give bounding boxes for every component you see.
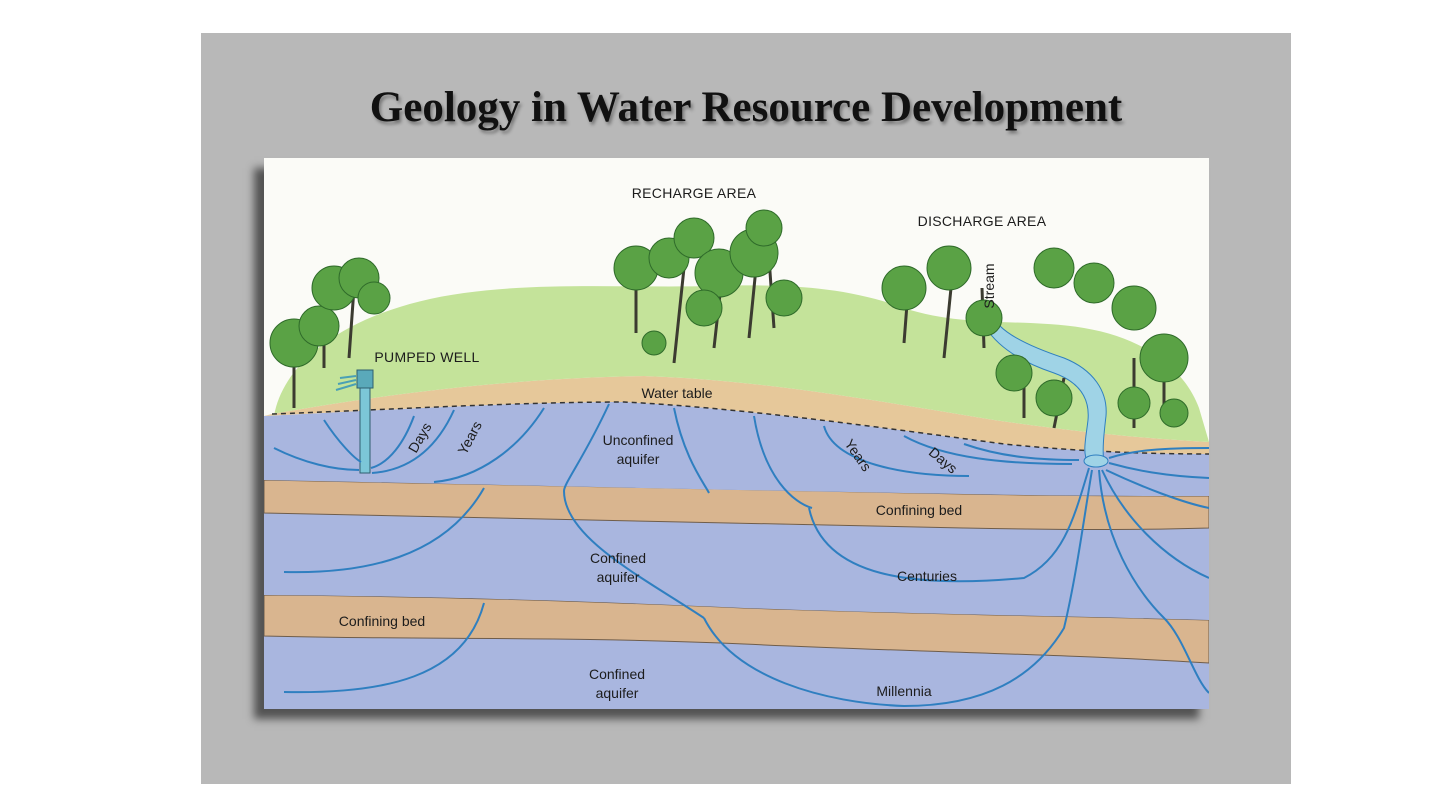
unconfined-aquifer <box>264 402 1209 496</box>
centuries-label: Centuries <box>897 568 957 584</box>
lower-confining-bed <box>264 594 1209 664</box>
water-table-zone <box>264 376 1209 454</box>
confined-aquifer-upper-label-1: Confined <box>590 550 646 566</box>
stream-label: Stream <box>981 263 997 308</box>
unconfined-aquifer-label-2: aquifer <box>617 451 660 467</box>
lower-confined-aquifer <box>264 636 1209 709</box>
pumped-well <box>335 369 374 474</box>
groundwater-diagram: RECHARGE AREA DISCHARGE AREA PUMPED WELL… <box>264 158 1209 709</box>
slide-title: Geology in Water Resource Development <box>369 84 1123 131</box>
trees-left <box>269 257 391 408</box>
confining-bed-upper-label: Confining bed <box>876 502 962 518</box>
discharge-area-label: DISCHARGE AREA <box>918 213 1047 229</box>
water-table-label: Water table <box>641 385 712 401</box>
confined-aquifer-lower-label-1: Confined <box>589 666 645 682</box>
flow-lines <box>273 403 1209 708</box>
millennia-label: Millennia <box>876 683 931 699</box>
confined-aquifer-upper-label-2: aquifer <box>597 569 640 585</box>
pumped-well-label: PUMPED WELL <box>374 349 479 365</box>
confined-aquifer-lower-label-2: aquifer <box>596 685 639 701</box>
trees-recharge <box>613 209 803 364</box>
confining-bed-lower-label: Confining bed <box>339 613 425 629</box>
water-table-line <box>271 401 1209 455</box>
unconfined-aquifer-label-1: Unconfined <box>603 432 674 448</box>
recharge-area-label: RECHARGE AREA <box>632 185 757 201</box>
upper-confined-aquifer <box>264 513 1209 620</box>
trees-discharge <box>881 245 1189 429</box>
